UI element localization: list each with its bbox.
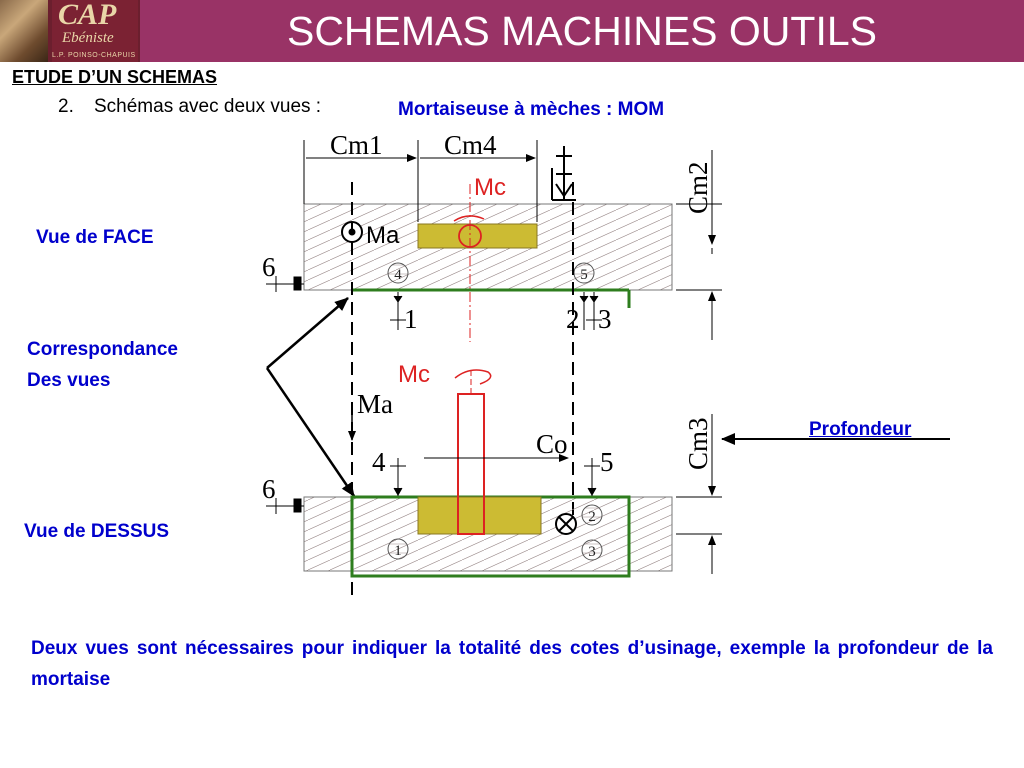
correspondence-lines: [265, 182, 950, 600]
label-ma-face: Ma: [366, 222, 400, 249]
cm2-dimension: [676, 150, 722, 340]
label-vue-dessus: Vue de DESSUS: [24, 521, 170, 542]
label-n6-face: 6: [262, 252, 276, 282]
list-item-number: 2.: [58, 96, 74, 117]
label-cm1: Cm1: [330, 130, 383, 160]
label-n1: 1: [404, 304, 418, 334]
support-4-face: [387, 262, 409, 284]
logo-ebeniste-text: Ebéniste: [62, 30, 114, 46]
label-vue-face: Vue de FACE: [36, 227, 154, 248]
footer-note: Deux vues sont nécessaires pour indiquer…: [31, 638, 993, 690]
label-mc-top: Mc: [398, 361, 430, 388]
circle-num-5: 5: [580, 267, 588, 283]
top-stop-6: [266, 498, 304, 514]
label-cm3: Cm3: [683, 417, 713, 470]
logo-school-text: L.P. POINSO-CHAPUIS: [52, 52, 136, 59]
label-co: Co: [536, 429, 568, 459]
logo-cap-text: CAP: [58, 0, 117, 31]
logo-photo: [0, 0, 48, 62]
top-mortise: [417, 496, 542, 535]
vertical-feed-symbol: [551, 146, 576, 201]
label-des-vues: Des vues: [27, 370, 111, 391]
label-cm2: Cm2: [683, 161, 713, 214]
section-title: ETUDE D’UN SCHEMAS: [12, 67, 218, 87]
correspondance-arrow-up: [266, 297, 349, 369]
correspondance-arrow-down: [265, 367, 356, 497]
label-n3: 3: [598, 304, 612, 334]
label-n6-top: 6: [262, 474, 276, 504]
support-1-top: [387, 538, 409, 560]
machine-label: Mortaiseuse à mèches : MOM: [398, 99, 665, 120]
mc-rotation-arrow-face: [453, 215, 485, 222]
face-stop-6: [266, 276, 304, 292]
circle-num-3: 3: [588, 544, 596, 560]
label-cm4: Cm4: [444, 130, 497, 160]
circle-num-4: 4: [394, 267, 402, 283]
top-view: [266, 369, 722, 578]
support-2-top: [581, 504, 603, 526]
list-item-text: Schémas avec deux vues :: [94, 96, 322, 117]
co-symbol: [555, 513, 577, 535]
title-bar: CAP Ebéniste L.P. POINSO-CHAPUIS SCHEMAS…: [0, 0, 1024, 62]
face-view: [266, 140, 722, 342]
face-drill-circle: [458, 224, 482, 248]
top-support-marks: [390, 458, 600, 497]
cm3-dimension: [676, 414, 722, 574]
cap-ebeniste-logo: CAP Ebéniste L.P. POINSO-CHAPUIS: [0, 0, 140, 62]
page-title: SCHEMAS MACHINES OUTILS: [286, 8, 878, 54]
support-3-top: [581, 539, 603, 561]
label-n5: 5: [600, 447, 614, 477]
cm1-cm4-dimension: [303, 140, 538, 222]
circle-num-1: 1: [394, 543, 402, 559]
label-n2: 2: [566, 304, 580, 334]
label-profondeur: Profondeur: [809, 419, 912, 440]
mc-rotation-arrow-top: [454, 369, 492, 385]
label-correspondance: Correspondance: [27, 339, 178, 360]
label-mc-face: Mc: [474, 174, 506, 201]
label-ma-top: Ma: [357, 389, 393, 419]
face-support-marks: [390, 292, 602, 330]
circle-num-2: 2: [588, 509, 596, 525]
label-n4: 4: [372, 447, 386, 477]
logo-brand-panel: [52, 0, 138, 62]
